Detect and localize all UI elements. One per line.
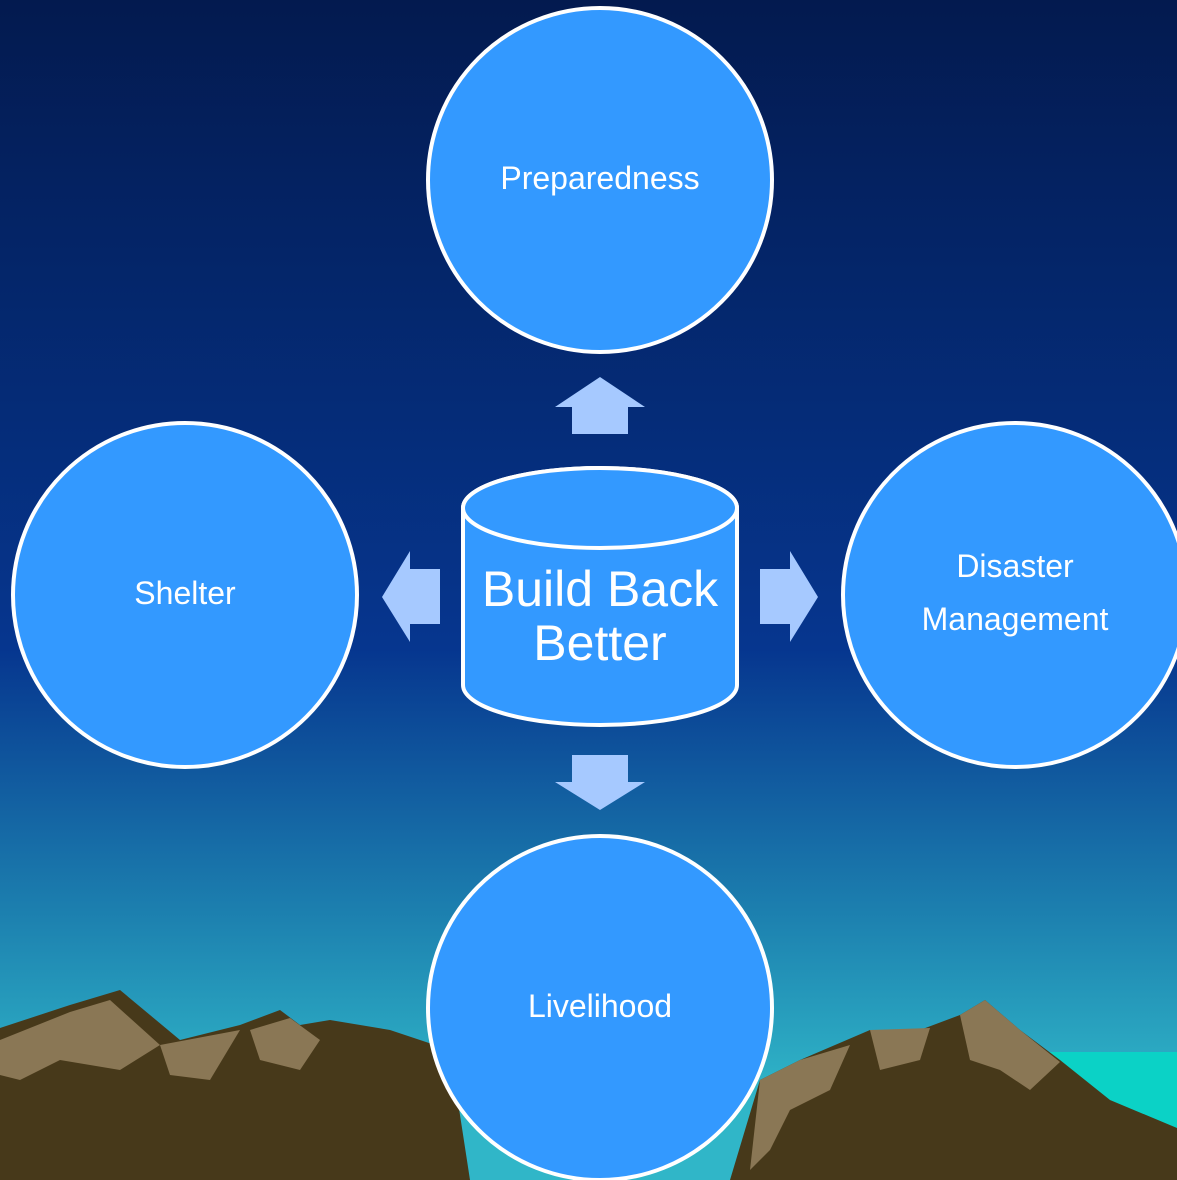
- node-preparedness-label: Preparedness: [430, 152, 770, 205]
- mountain-range: [0, 990, 1177, 1180]
- node-livelihood-circle: [426, 834, 774, 1180]
- node-shelter-label: Shelter: [15, 567, 355, 620]
- left-arrow: [382, 551, 440, 642]
- node-shelter-circle: [11, 421, 359, 769]
- node-preparedness-circle: [426, 6, 774, 354]
- preparedness-text: Preparedness: [500, 160, 700, 196]
- disaster-text: Disaster: [956, 548, 1074, 584]
- node-disaster-management-circle: [841, 421, 1177, 769]
- build-back-better-text: Build Back Better: [481, 561, 719, 671]
- right-arrow: [760, 551, 818, 642]
- node-disaster-management-label: Disaster Management: [845, 540, 1177, 646]
- center-label: Build Back Better: [463, 562, 737, 670]
- node-livelihood-label: Livelihood: [430, 980, 770, 1033]
- up-arrow: [555, 377, 645, 434]
- down-arrow: [555, 755, 645, 810]
- management-text: Management: [921, 601, 1109, 637]
- livelihood-text: Livelihood: [527, 988, 673, 1024]
- center-cylinder: [461, 466, 739, 727]
- shelter-text: Shelter: [134, 575, 236, 611]
